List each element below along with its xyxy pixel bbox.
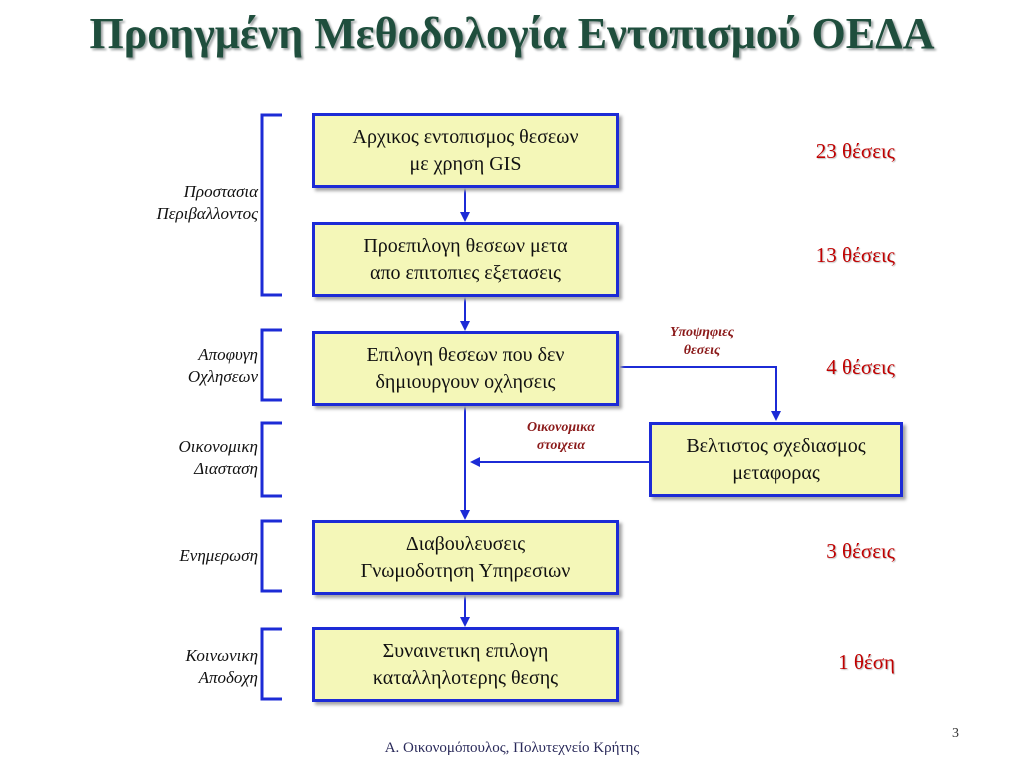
criterion-nuisance: Αποφυγη Οχλησεων (187, 345, 258, 386)
footer-author: Α. Οικονομόπουλος, Πολυτεχνείο Κρήτης (384, 740, 640, 756)
count-step5: 1 θέση (838, 650, 895, 674)
bracket-economic (260, 421, 282, 498)
step-site-visit-preselection: Προεπιλογη θεσεων μετα απο επιτοπιες εξε… (312, 222, 619, 297)
bracket-information (260, 519, 282, 593)
count-step1: 23 θέσεις (815, 139, 895, 163)
criterion-environment: Προστασια Περιβαλλοντος (156, 182, 258, 223)
count-step3: 4 θέσεις (826, 355, 895, 379)
annotation-candidate-sites: Υποψηφιες θεσεις (669, 325, 735, 358)
step-gis-identification: Αρχικος εντοπισμος θεσεων με χρηση GIS (312, 113, 619, 188)
bracket-social (260, 627, 282, 701)
count-step2: 13 θέσεις (815, 243, 895, 267)
annotation-economic-data: Οικονομικα στοιχεια (527, 420, 595, 453)
criterion-economic: Οικονομικη Διασταση (178, 437, 258, 478)
step-consensus-selection: Συναινετικη επιλογη καταλληλοτερης θεσης (312, 627, 619, 702)
criterion-information: Ενημερωση (179, 546, 258, 565)
step-consultation: Διαβουλευσεις Γνωμοδοτηση Υπηρεσιων (312, 520, 619, 595)
page-number: 3 (952, 726, 959, 741)
page-title: Προηγμένη Μεθοδολογία Εντοπισμού ΟΕΔΑ (89, 9, 935, 58)
count-step4: 3 θέσεις (826, 539, 895, 563)
criterion-social: Κοινωνικη Αποδοχη (185, 646, 258, 687)
arrow-step3-sidebox (620, 366, 781, 421)
bracket-environment (260, 113, 282, 297)
step-nuisance-free-selection: Επιλογη θεσεων που δεν δημιουργουν οχλησ… (312, 331, 619, 406)
box-optimal-transport: Βελτιστος σχεδιασμος μεταφορας (649, 422, 903, 497)
bracket-nuisance (260, 328, 282, 402)
